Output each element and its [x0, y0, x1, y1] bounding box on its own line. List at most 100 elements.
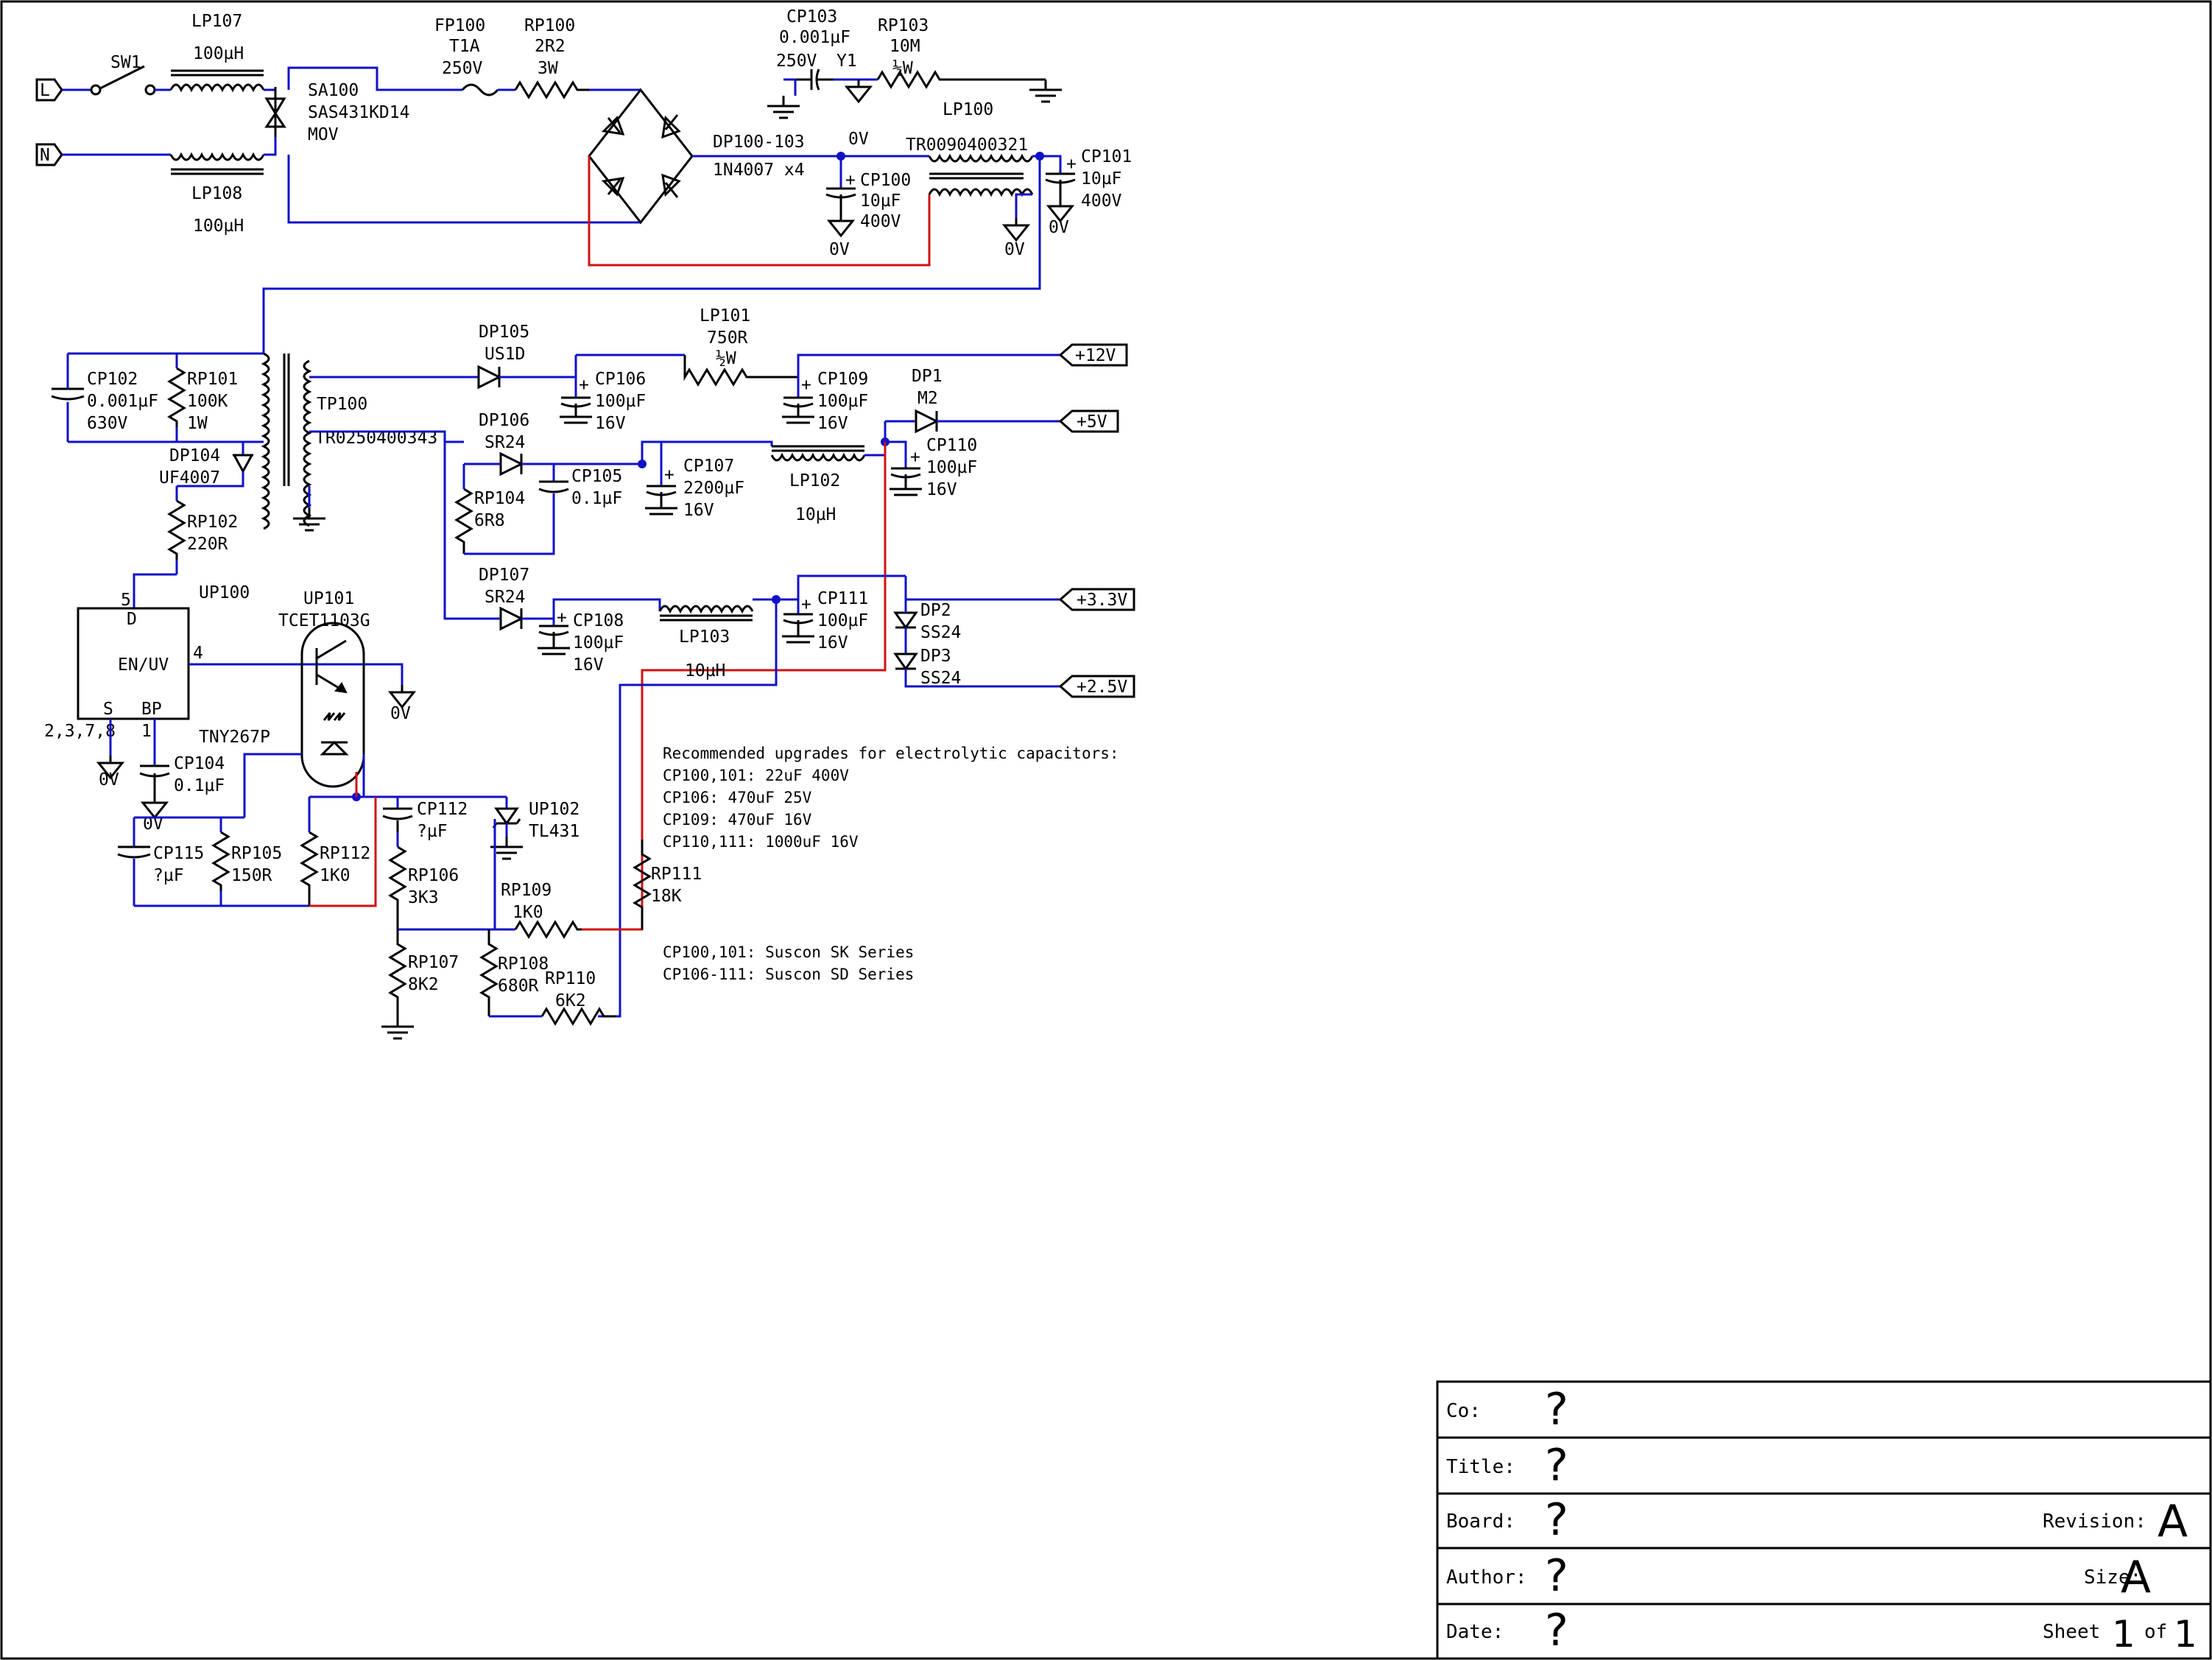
svg-text:3W: 3W	[538, 59, 558, 78]
svg-text:RP112: RP112	[320, 844, 370, 863]
ac-input-section: L N SW1 LP107 100µH LP108 100µH SA100 SA…	[35, 7, 1132, 346]
resistor-rp106: RP106 3K3	[388, 832, 459, 929]
svg-text:0V: 0V	[829, 240, 850, 259]
svg-text:100µH: 100µH	[193, 44, 244, 63]
resistor-rp109: RP109 1K0	[501, 881, 582, 939]
date-value: ?	[1545, 1605, 1568, 1656]
revision-label: Revision:	[2043, 1510, 2146, 1533]
svg-text:CP107: CP107	[683, 457, 734, 476]
revision-value: A	[2158, 1496, 2188, 1547]
diode-dp2: DP2 SS24	[893, 601, 961, 642]
svg-text:CP102: CP102	[87, 370, 138, 389]
svg-text:0V: 0V	[848, 130, 869, 149]
svg-text:LP108: LP108	[191, 184, 242, 203]
sheet-total: 1	[2174, 1613, 2197, 1656]
svg-text:CP103: CP103	[786, 7, 837, 27]
svg-text:+: +	[801, 376, 811, 395]
svg-text:5: 5	[121, 591, 131, 610]
svg-text:LP101: LP101	[700, 306, 750, 326]
capacitor-cp112: CP112 ?µF	[382, 797, 468, 841]
svg-text:10µH: 10µH	[795, 505, 836, 524]
svg-text:DP107: DP107	[479, 566, 529, 585]
svg-text:RP108: RP108	[498, 954, 549, 974]
svg-text:EN/UV: EN/UV	[118, 655, 169, 675]
capacitor-cp101: + CP101 10µF 400V	[1040, 147, 1132, 211]
secondary-section: DP105 US1D + CP106 100µF 16V LP101 750R …	[309, 306, 1135, 1018]
svg-text:0.1µF: 0.1µF	[174, 776, 225, 795]
svg-text:0.001µF: 0.001µF	[87, 392, 158, 411]
svg-text:100µF: 100µF	[595, 392, 646, 411]
svg-text:CP105: CP105	[571, 467, 622, 486]
transformer-tp100: TP100 TR0250400343	[261, 346, 437, 530]
svg-text:4: 4	[193, 644, 203, 663]
svg-text:CP104: CP104	[174, 754, 225, 773]
diode-dp3: DP3 SS24	[893, 647, 961, 688]
svg-text:½W: ½W	[716, 349, 736, 368]
resistor-rp101: RP101 100K 1W	[167, 354, 238, 442]
optocoupler-up101: UP101 TCET1103G	[278, 589, 370, 788]
svg-text:US1D: US1D	[485, 345, 525, 364]
svg-text:100µF: 100µF	[817, 611, 868, 630]
svg-text:DP104: DP104	[169, 446, 220, 465]
svg-text:BP: BP	[141, 700, 162, 719]
svg-text:8K2: 8K2	[408, 975, 439, 994]
notes-line: CP109: 470uF 16V	[663, 811, 812, 829]
svg-text:10M: 10M	[890, 37, 920, 56]
svg-text:LP103: LP103	[679, 627, 730, 647]
resistor-lp101: LP101 750R ½W	[683, 306, 798, 387]
svg-text:LP107: LP107	[191, 12, 242, 31]
sheet-number: 1	[2112, 1613, 2135, 1656]
capacitor-cp115: CP115 ?µF	[117, 816, 244, 906]
svg-text:D: D	[127, 610, 137, 629]
svg-text:T1A: T1A	[449, 37, 480, 56]
date-label: Date:	[1446, 1621, 1504, 1643]
svg-text:CP109: CP109	[817, 370, 868, 389]
svg-text:+2.5V: +2.5V	[1077, 678, 1127, 697]
svg-text:RP111: RP111	[651, 865, 702, 884]
svg-text:TCET1103G: TCET1103G	[278, 611, 370, 630]
notes-line: CP110,111: 1000uF 16V	[663, 833, 859, 851]
svg-text:RP106: RP106	[408, 866, 459, 885]
fuse-fp100: FP100 T1A 250V	[434, 16, 499, 96]
svg-text:LP102: LP102	[789, 471, 840, 490]
svg-text:DP2: DP2	[920, 601, 951, 620]
inductor-lp103: LP103 10µH	[658, 605, 754, 680]
svg-text:CP101: CP101	[1081, 147, 1132, 166]
capacitor-cp107: + CP107 2200µF 16V	[645, 442, 744, 520]
notes-block: Recommended upgrades for electrolytic ca…	[663, 745, 1119, 983]
svg-text:10µF: 10µF	[1081, 169, 1121, 189]
svg-text:220R: 220R	[187, 535, 228, 554]
capacitor-cp108: + CP108 100µF 16V	[538, 608, 624, 675]
svg-text:3K3: 3K3	[408, 888, 439, 907]
svg-text:RP103: RP103	[878, 16, 929, 35]
svg-text:UP102: UP102	[529, 800, 580, 819]
svg-text:10µF: 10µF	[860, 191, 901, 211]
svg-text:SW1: SW1	[110, 53, 141, 72]
svg-text:1: 1	[141, 722, 152, 741]
svg-text:16V: 16V	[817, 633, 848, 653]
svg-text:2200µF: 2200µF	[683, 479, 744, 498]
svg-text:CP108: CP108	[573, 611, 624, 630]
svg-text:TL431: TL431	[529, 822, 580, 841]
diode-dp104: DP104 UF4007	[159, 442, 254, 488]
inductor-lp108: LP108 100µH	[169, 152, 265, 236]
svg-text:DP106: DP106	[479, 411, 529, 430]
author-value: ?	[1545, 1550, 1568, 1602]
diode-dp105: DP105 US1D	[477, 323, 529, 390]
svg-text:1K0: 1K0	[513, 903, 543, 922]
resistor-rp104: RP104 6R8	[454, 488, 525, 554]
lp100-label: LP100	[943, 100, 993, 119]
of-label: of	[2144, 1621, 2167, 1643]
svg-text:S: S	[103, 700, 113, 719]
resistor-rp112: RP112 1K0	[300, 797, 370, 906]
input-label-n: N	[40, 146, 50, 165]
svg-text:CP115: CP115	[153, 844, 204, 863]
svg-text:0V: 0V	[390, 704, 411, 723]
notes-series: CP106-111: Suscon SD Series	[663, 966, 914, 983]
svg-text:CP100: CP100	[860, 171, 911, 190]
output-5v: +5V	[1058, 409, 1119, 433]
svg-text:?µF: ?µF	[153, 866, 184, 885]
svg-text:RP107: RP107	[408, 953, 459, 972]
capacitor-cp100: + CP100 10µF 400V	[825, 156, 911, 231]
